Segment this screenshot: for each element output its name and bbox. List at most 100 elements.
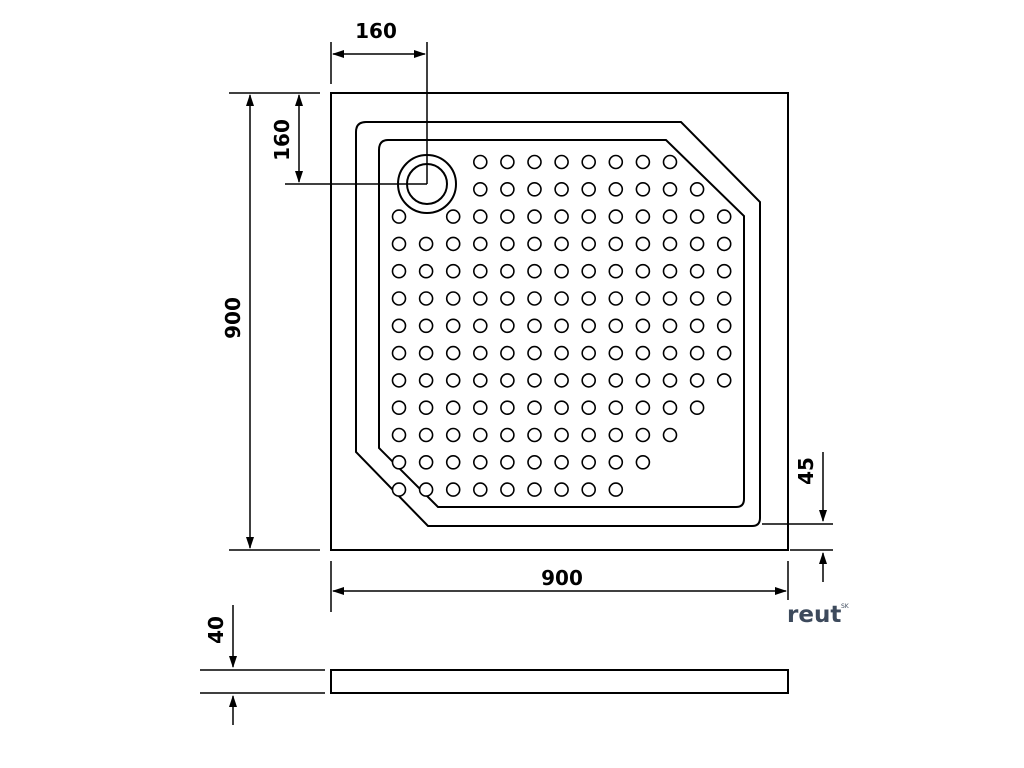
- anti-slip-dot: [391, 482, 407, 497]
- anti-slip-dot: [635, 373, 651, 388]
- brand-name: reut: [787, 602, 841, 628]
- anti-slip-dot: [554, 482, 569, 497]
- anti-slip-dot: [662, 400, 678, 416]
- anti-slip-dot: [608, 400, 624, 416]
- anti-slip-dot: [500, 236, 515, 252]
- anti-slip-dot: [500, 154, 515, 170]
- anti-slip-dot: [445, 263, 461, 279]
- dim-label-depth: 900: [221, 297, 245, 339]
- anti-slip-dot: [689, 373, 705, 388]
- anti-slip-dot: [500, 373, 515, 388]
- anti-slip-dot: [662, 427, 678, 443]
- anti-slip-dot: [527, 318, 542, 334]
- anti-slip-dot: [445, 209, 461, 224]
- anti-slip-dot: [662, 263, 678, 279]
- anti-slip-dot: [391, 373, 407, 388]
- anti-slip-dot: [662, 236, 678, 252]
- anti-slip-dot: [581, 182, 597, 197]
- tray-basin: [378, 139, 745, 508]
- anti-slip-dot: [716, 263, 732, 279]
- anti-slip-dot: [527, 236, 542, 252]
- anti-slip-dot: [472, 400, 488, 416]
- anti-slip-dot: [418, 400, 434, 416]
- anti-slip-dot: [527, 263, 542, 279]
- anti-slip-dot: [581, 154, 597, 170]
- anti-slip-dot: [608, 291, 624, 306]
- anti-slip-dot: [391, 400, 407, 416]
- anti-slip-dot: [500, 454, 515, 470]
- anti-slip-dot: [608, 454, 624, 470]
- anti-slip-dot: [472, 182, 488, 197]
- anti-slip-dot: [689, 263, 705, 279]
- anti-slip-dot: [716, 236, 732, 252]
- anti-slip-dot: [716, 345, 732, 361]
- anti-slip-dot: [527, 482, 542, 497]
- anti-slip-dot: [635, 236, 651, 252]
- anti-slip-dot: [581, 400, 597, 416]
- anti-slip-dot: [554, 345, 569, 361]
- anti-slip-dot: [472, 154, 488, 170]
- tray-rim-outer: [355, 121, 761, 527]
- anti-slip-dot: [500, 482, 515, 497]
- anti-slip-dot: [445, 454, 461, 470]
- anti-slip-dot: [527, 454, 542, 470]
- anti-slip-dot: [418, 427, 434, 443]
- anti-slip-dot: [581, 482, 597, 497]
- anti-slip-dot: [662, 318, 678, 334]
- anti-slip-dot: [472, 318, 488, 334]
- anti-slip-dot: [445, 318, 461, 334]
- anti-slip-dot: [500, 291, 515, 306]
- dim-tray-width: 900: [330, 561, 789, 612]
- anti-slip-dot: [554, 291, 569, 306]
- dim-label-width: 900: [541, 566, 583, 590]
- anti-slip-dot: [554, 318, 569, 334]
- brand-suffix: SK: [841, 603, 850, 610]
- dim-tray-height: 40: [200, 605, 325, 725]
- anti-slip-dot: [635, 154, 651, 170]
- dim-tray-depth: 900: [221, 92, 320, 551]
- dim-corner-offset: 45: [762, 452, 833, 582]
- anti-slip-dot: [391, 236, 407, 252]
- anti-slip-dot: [554, 400, 569, 416]
- anti-slip-dot: [581, 345, 597, 361]
- anti-slip-dot: [527, 400, 542, 416]
- anti-slip-dot: [418, 373, 434, 388]
- anti-slip-dot: [716, 291, 732, 306]
- anti-slip-dot: [500, 318, 515, 334]
- anti-slip-dot: [635, 454, 651, 470]
- anti-slip-dot: [689, 318, 705, 334]
- anti-slip-dot: [635, 291, 651, 306]
- tray-outline: [330, 92, 789, 551]
- dim-label-corner-offset: 45: [794, 457, 818, 485]
- anti-slip-dot: [689, 209, 705, 224]
- anti-slip-dot: [608, 318, 624, 334]
- brand-logo: reut SK: [787, 602, 850, 628]
- anti-slip-dot: [581, 236, 597, 252]
- anti-slip-dot: [662, 182, 678, 197]
- anti-slip-dot: [527, 291, 542, 306]
- anti-slip-dot: [635, 182, 651, 197]
- anti-slip-dot: [662, 154, 678, 170]
- anti-slip-dot: [391, 454, 407, 470]
- anti-slip-dot: [581, 427, 597, 443]
- tray-side-view: [330, 669, 789, 694]
- anti-slip-dot: [527, 373, 542, 388]
- anti-slip-dot: [662, 373, 678, 388]
- anti-slip-dot: [608, 373, 624, 388]
- anti-slip-dot: [391, 263, 407, 279]
- anti-slip-dot: [391, 345, 407, 361]
- anti-slip-dot: [472, 263, 488, 279]
- anti-slip-dot: [635, 209, 651, 224]
- anti-slip-dot: [581, 318, 597, 334]
- anti-slip-dot: [527, 209, 542, 224]
- anti-slip-dot: [418, 236, 434, 252]
- dim-label-drain-x: 160: [355, 19, 397, 43]
- anti-slip-dot: [635, 427, 651, 443]
- anti-slip-dot: [445, 400, 461, 416]
- anti-slip-dot: [716, 209, 732, 224]
- anti-slip-dot: [445, 427, 461, 443]
- anti-slip-dot: [445, 345, 461, 361]
- anti-slip-dot: [391, 427, 407, 443]
- anti-slip-dot: [445, 373, 461, 388]
